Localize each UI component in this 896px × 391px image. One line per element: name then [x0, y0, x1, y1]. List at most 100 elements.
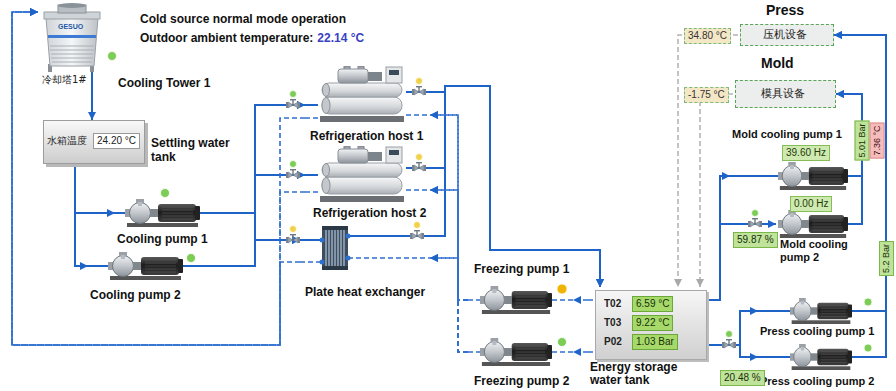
pump-icon: [125, 199, 200, 227]
equipment-caption: Refrigeration host 1: [310, 129, 423, 143]
ambient-value: 22.14 °C: [317, 31, 364, 45]
pipe: [573, 351, 588, 353]
frequency-tag: 0.00 Hz: [790, 196, 832, 212]
pipe: [215, 213, 300, 240]
status-dot: [108, 52, 873, 353]
pipe: [714, 311, 758, 345]
chiller-icon: [320, 146, 404, 202]
logo-text: GESUO: [58, 23, 83, 31]
pump: Mold cooling pump 1 39.60 Hz: [730, 128, 854, 196]
valve-icon: [748, 218, 762, 227]
pipe: [200, 175, 305, 266]
pipe: [200, 105, 305, 266]
sensor-name: T02: [604, 298, 621, 310]
pipe: [75, 182, 115, 213]
value-tag: 6.59 °C: [632, 296, 673, 312]
pipe: [12, 12, 300, 345]
valve-icon: [286, 99, 300, 108]
chiller-icon: [320, 66, 404, 122]
title: Cold source normal mode operation: [140, 12, 346, 26]
pipe: [430, 86, 600, 287]
storage-tank: T02 6.59 °C T03 9.22 °C P02 1.03 BarEnergy st…: [588, 287, 714, 389]
pipe: [573, 299, 588, 301]
pump: Cooling pump 2: [88, 250, 200, 305]
pump: Cooling pump 1: [115, 198, 215, 248]
tank-field: 水箱温度: [47, 135, 87, 147]
equipment-caption: Energy storage water tank: [590, 361, 710, 387]
pipe: [12, 12, 305, 345]
pipe: [678, 35, 738, 287]
valve-opening: 20.48 %: [720, 370, 765, 386]
pipe: [430, 258, 468, 352]
ambient-label: Outdoor ambient temperature:: [140, 31, 313, 45]
pressure-tag: 5.01 Bar: [855, 120, 870, 160]
equipment-caption: Press cooling pump 2: [760, 375, 874, 388]
pipe: [200, 240, 300, 266]
valve-icon: [286, 234, 300, 243]
device-box: Press 压机设备: [738, 2, 834, 47]
value-tag: 1.03 Bar: [632, 334, 678, 350]
pipe: [430, 190, 468, 352]
pipe: [91, 92, 93, 120]
valve-opening: 59.87 %: [733, 232, 778, 248]
cooling-tower-icon: [44, 3, 100, 72]
device-name: 压机设备: [763, 28, 807, 41]
device-name: 模具设备: [761, 87, 805, 100]
heat-exchanger: Plate heat exchanger: [300, 224, 430, 302]
pump-icon: [790, 344, 852, 370]
temperature-tag: 34.80 °C: [684, 28, 731, 44]
pipe: [215, 175, 305, 213]
pump: Press cooling pump 1: [758, 296, 878, 342]
frequency-tag: 39.60 Hz: [782, 145, 830, 161]
pipe: [430, 86, 600, 287]
pump-icon: [480, 338, 552, 366]
settling-tank: 水箱温度24.20 °CSettling water tank: [43, 120, 248, 182]
sensor-name: T03: [604, 317, 621, 329]
chiller: Refrigeration host 2: [305, 146, 430, 222]
chiller: Refrigeration host 1: [305, 66, 430, 144]
pump-icon: [790, 298, 852, 324]
temperature-tag: 7.36 °C: [870, 122, 885, 158]
pump-icon: [108, 252, 183, 280]
pipe: [215, 105, 305, 213]
device-heading: Mold: [761, 55, 794, 71]
pump-icon: [778, 210, 848, 238]
pipe-stub: [300, 115, 595, 352]
temperature-tag: -1.75 °C: [684, 87, 729, 103]
pipe: [12, 12, 305, 345]
sensor-name: P02: [604, 336, 622, 348]
equipment-caption: Freezing pump 1: [474, 262, 569, 276]
value-tag: 24.20 °C: [93, 133, 140, 149]
plate-exchanger-icon: [320, 226, 351, 270]
valve-icon: [722, 339, 736, 348]
pipe: [430, 115, 468, 300]
equipment-caption: Press cooling pump 1: [760, 325, 874, 338]
value-tag: 9.22 °C: [632, 315, 673, 331]
pump-icon: [778, 162, 848, 190]
pipe: [75, 182, 88, 266]
valve-icon: [286, 169, 300, 178]
pump-icon: [480, 286, 552, 314]
pump: Freezing pump 2: [468, 338, 573, 390]
equipment-caption: Cooling Tower 1: [118, 76, 210, 90]
equipment-caption: Refrigeration host 2: [313, 206, 426, 220]
pump: 0.00 Hz Mold cooling pump 2: [776, 196, 858, 270]
pipe: [430, 115, 468, 352]
equipment-caption: Cooling pump 2: [90, 288, 181, 302]
pipe-stub: [75, 72, 878, 357]
valve-icon: [412, 86, 426, 95]
device-box: Mold 模具设备: [733, 55, 836, 110]
pump: Freezing pump 1: [468, 262, 573, 318]
equipment-caption: Cooling pump 1: [117, 232, 208, 246]
equipment-caption: Plate heat exchanger: [305, 285, 425, 299]
pipe: [700, 94, 733, 287]
equipment-caption: Mold cooling pump 2: [780, 238, 854, 264]
pipe: [430, 258, 468, 300]
device-heading: Press: [766, 2, 804, 18]
valve-icon: [410, 230, 424, 239]
pressure-tag: 5.2 Bar: [879, 240, 894, 275]
equipment-caption: Freezing pump 2: [474, 374, 569, 388]
equipment-caption: Mold cooling pump 1: [732, 128, 842, 141]
valve-icon: [412, 162, 426, 171]
pump: Press cooling pump 2: [758, 344, 878, 389]
